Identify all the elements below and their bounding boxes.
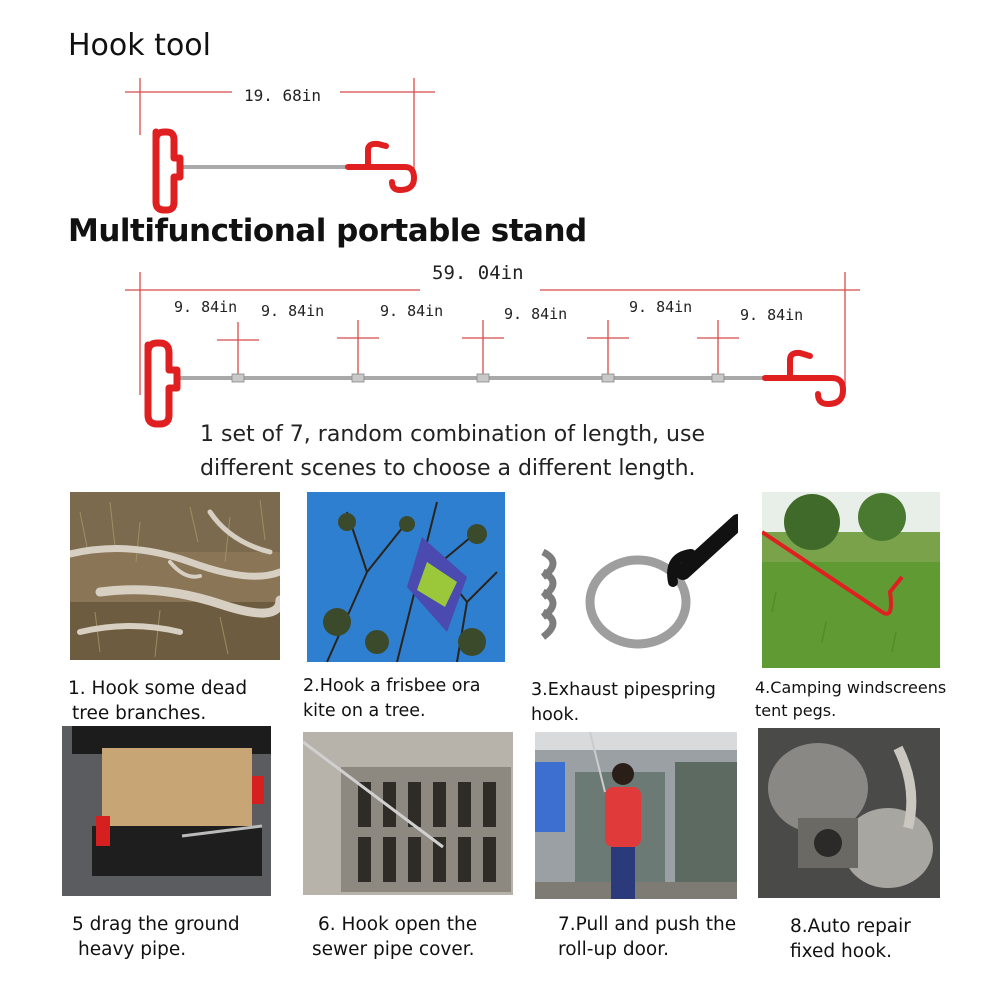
- hook-tool-drawing: [152, 128, 418, 214]
- set-description-line: 1 set of 7, random combination of length…: [200, 422, 705, 447]
- photo-drag-cart: [62, 726, 271, 896]
- stand-total-length-label: 59. 04in: [428, 262, 528, 284]
- use-caption-line: 3.Exhaust pipespring: [531, 680, 716, 700]
- set-description: 1 set of 7, random combination of length…: [200, 418, 820, 486]
- use-caption: 3.Exhaust pipespring hook.: [531, 678, 716, 728]
- product-diagrams: [125, 78, 860, 428]
- stand-dimension-lines: [125, 272, 860, 395]
- use-caption-line: heavy pipe.: [78, 939, 187, 960]
- use-caption: 2.Hook a frisbee ora kite on a tree.: [303, 674, 480, 724]
- use-caption-line: hook.: [531, 705, 580, 725]
- use-caption: 8.Auto repair fixed hook.: [790, 914, 911, 964]
- segment-length-label: 9. 84in: [257, 302, 329, 320]
- use-caption-line: kite on a tree.: [303, 701, 426, 721]
- segment-length-label: 9. 84in: [170, 298, 242, 316]
- hook-tool-dimension-line: [125, 78, 435, 175]
- use-caption-line: roll-up door.: [558, 939, 669, 960]
- use-caption: 6. Hook open the sewer pipe cover.: [312, 912, 477, 962]
- photo-rollup-door: [535, 732, 737, 899]
- use-caption-line: 5 drag the ground: [72, 914, 240, 935]
- use-caption-line: 1. Hook some dead: [68, 678, 248, 699]
- use-caption-line: 8.Auto repair: [790, 916, 911, 937]
- use-caption-line: tent pegs.: [755, 701, 837, 720]
- portable-stand-drawing: [144, 339, 847, 428]
- hook-tool-length-label: 19. 68in: [240, 86, 326, 105]
- segment-length-label: 9. 84in: [736, 306, 808, 324]
- photo-exhaust-spring: [533, 492, 738, 667]
- use-caption-line: sewer pipe cover.: [312, 939, 475, 960]
- use-caption: 7.Pull and push the roll-up door.: [558, 912, 736, 962]
- use-caption: 4.Camping windscreens tent pegs.: [755, 676, 946, 722]
- segment-length-label: 9. 84in: [500, 305, 572, 323]
- photo-kite-in-tree: [307, 492, 505, 662]
- use-caption-line: tree branches.: [72, 703, 207, 724]
- use-caption-line: fixed hook.: [790, 941, 892, 962]
- use-caption-line: 6. Hook open the: [318, 914, 478, 935]
- photo-tent-peg: [762, 492, 940, 668]
- set-description-line: different scenes to choose a different l…: [200, 456, 696, 481]
- photo-sewer-grate: [303, 732, 513, 895]
- use-caption: 1. Hook some dead tree branches.: [68, 676, 247, 726]
- segment-length-label: 9. 84in: [376, 302, 448, 320]
- portable-stand-title: Multifunctional portable stand: [68, 213, 587, 249]
- use-caption: 5 drag the ground heavy pipe.: [72, 912, 240, 962]
- use-caption-line: 7.Pull and push the: [558, 914, 737, 935]
- use-caption-line: 2.Hook a frisbee ora: [303, 676, 481, 696]
- photo-auto-repair: [758, 728, 940, 898]
- hook-tool-title: Hook tool: [68, 28, 211, 63]
- photo-dead-branches: [70, 492, 280, 660]
- segment-length-label: 9. 84in: [625, 298, 697, 316]
- use-caption-line: 4.Camping windscreens: [755, 678, 947, 697]
